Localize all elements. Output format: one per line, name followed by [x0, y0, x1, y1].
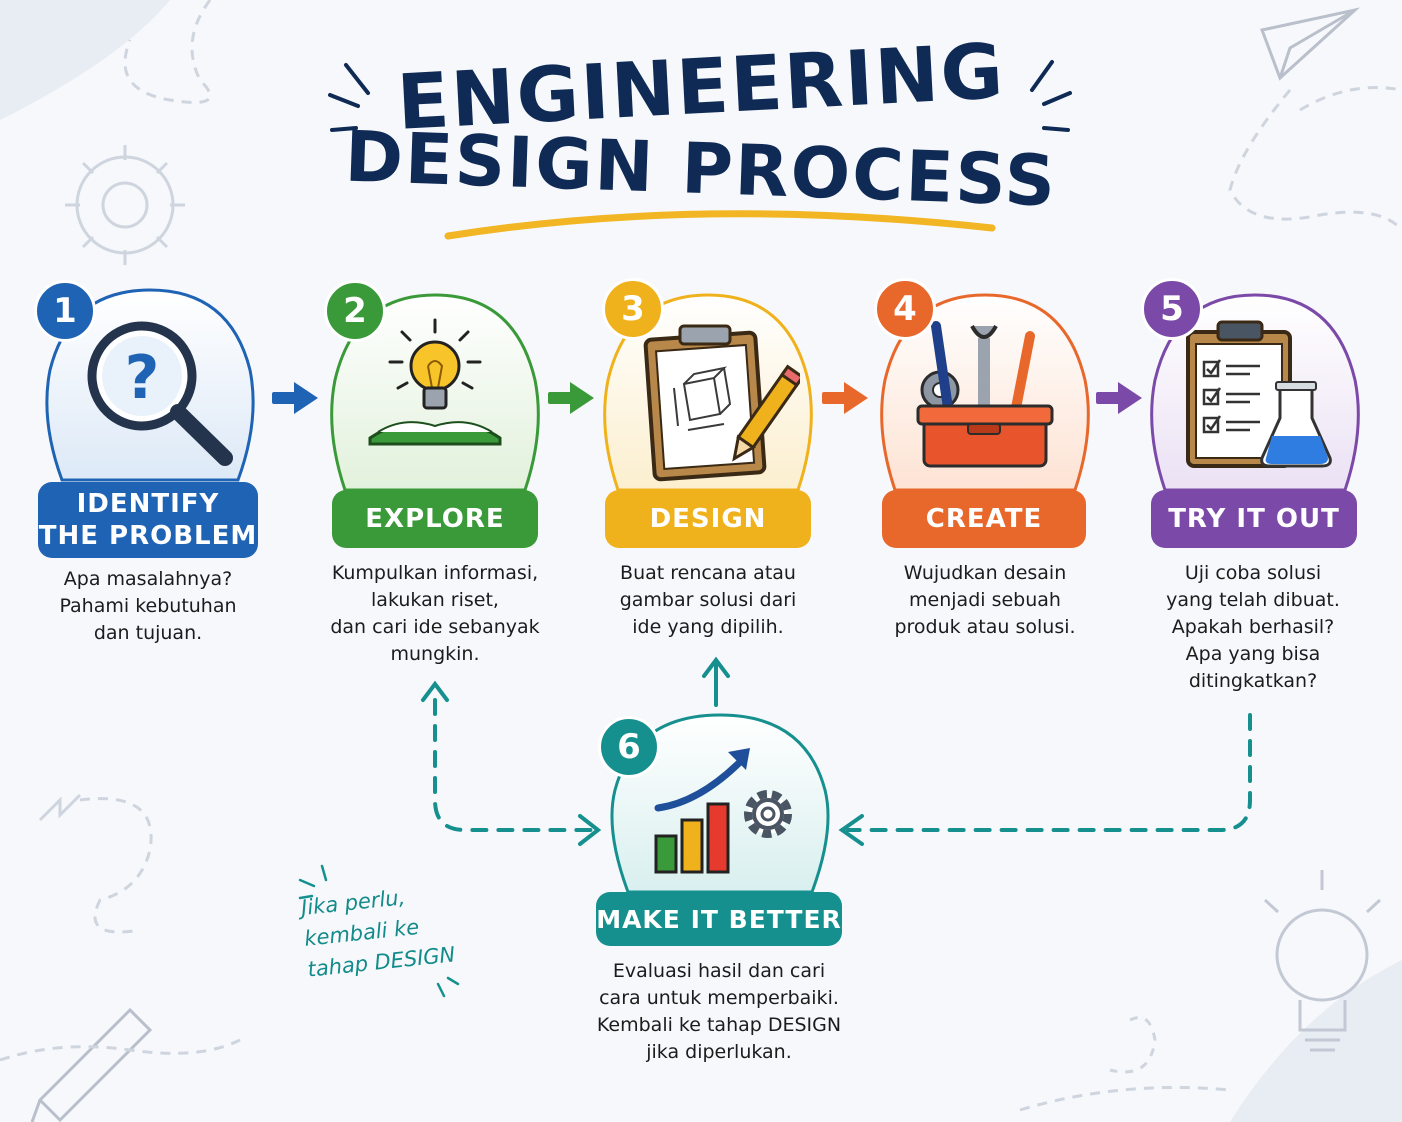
arrow-1-to-2	[272, 382, 318, 414]
pencil-doodle-icon	[30, 1007, 153, 1122]
step-1-label: IDENTIFY THE PROBLEM	[38, 482, 258, 558]
step-3-label: DESIGN	[605, 490, 811, 548]
step-6-number: 6	[598, 716, 660, 778]
step-2-number: 2	[324, 280, 386, 342]
step-4-description: Wujudkan desain menjadi sebuah produk at…	[894, 562, 1076, 638]
step-6-description: Evaluasi hasil dan cari cara untuk mempe…	[596, 960, 842, 1063]
step-1-number: 1	[34, 280, 96, 342]
return-note: Jika perlu, kembali ke tahap DESIGN	[299, 885, 457, 982]
title-sparkle-left	[328, 63, 370, 132]
step-2-label-text: EXPLORE	[365, 504, 505, 534]
step-3-number: 3	[602, 278, 664, 340]
step-5-description: Uji coba solusi yang telah dibuat. Apaka…	[1166, 562, 1340, 692]
step-5-number: 5	[1141, 278, 1203, 340]
loop-connectors	[421, 656, 1252, 846]
gear-doodle-icon	[65, 145, 185, 265]
step-3-label-text: DESIGN	[649, 504, 767, 534]
arrow-2-to-3	[548, 382, 594, 414]
step-6-label: MAKE IT BETTER	[596, 892, 842, 946]
clipboard-pencil-icon	[643, 324, 800, 482]
lightbulb-doodle-icon	[1263, 870, 1382, 1052]
title-sparkle-right	[1030, 60, 1072, 132]
checklist-flask-icon	[1186, 320, 1332, 468]
title-underline	[444, 210, 996, 240]
step-5-label: TRY IT OUT	[1151, 490, 1357, 548]
step-1-description: Apa masalahnya? Pahami kebutuhan dan tuj…	[59, 568, 237, 644]
toolbox-icon	[916, 321, 1054, 468]
step-3-description: Buat rencana atau gambar solusi dari ide…	[619, 562, 797, 638]
note-sparkles	[298, 864, 460, 998]
step-1-label-line-2: THE PROBLEM	[38, 521, 258, 551]
step-5-label-text: TRY IT OUT	[1168, 504, 1340, 534]
chart-gear-icon	[654, 748, 792, 874]
arrow-3-to-4	[822, 382, 868, 414]
step-2-label: EXPLORE	[332, 490, 538, 548]
step-4-label: CREATE	[882, 490, 1086, 548]
step-6-label-text: MAKE IT BETTER	[596, 904, 842, 934]
step-2-description: Kumpulkan informasi, lakukan riset, dan …	[330, 562, 540, 665]
lightbulb-book-icon	[368, 318, 502, 446]
svg-text:?: ?	[125, 343, 160, 413]
magnifier-question-icon: ?	[87, 321, 233, 466]
arrow-4-to-5	[1096, 382, 1142, 414]
step-4-number: 4	[874, 278, 936, 340]
step-4-label-text: CREATE	[925, 504, 1043, 534]
step-1-label-line-1: IDENTIFY	[76, 489, 220, 519]
paper-plane-doodle-icon	[1259, 7, 1361, 81]
